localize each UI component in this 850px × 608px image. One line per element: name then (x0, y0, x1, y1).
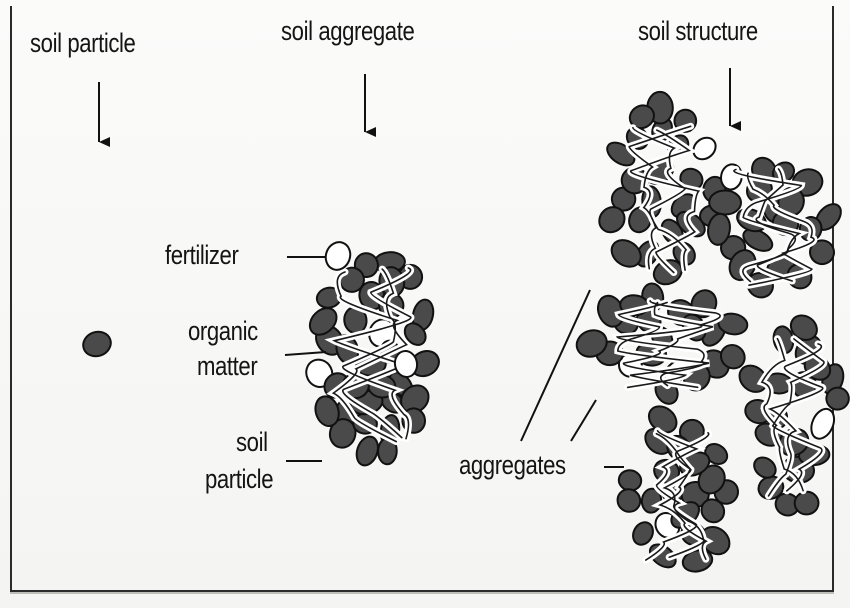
structure-cluster-4-fertilizer-granule (807, 405, 839, 442)
soil-structure-clusters (573, 91, 850, 574)
structure-cluster-1-fertilizer-granule (689, 133, 720, 163)
structure-cluster-1-particle (607, 235, 646, 273)
soil-aggregate-cluster (302, 239, 444, 469)
leader-aggregates-2 (571, 400, 596, 441)
structure-cluster-4-particle (794, 491, 820, 516)
structure-cluster-5-particle (629, 519, 657, 548)
structure-cluster-2-particle (709, 190, 741, 215)
structure-cluster-5-particle (613, 485, 645, 517)
soil-particle-single (80, 328, 115, 360)
leader-organic-matter (285, 352, 326, 355)
leader-aggregates-1 (521, 290, 590, 441)
